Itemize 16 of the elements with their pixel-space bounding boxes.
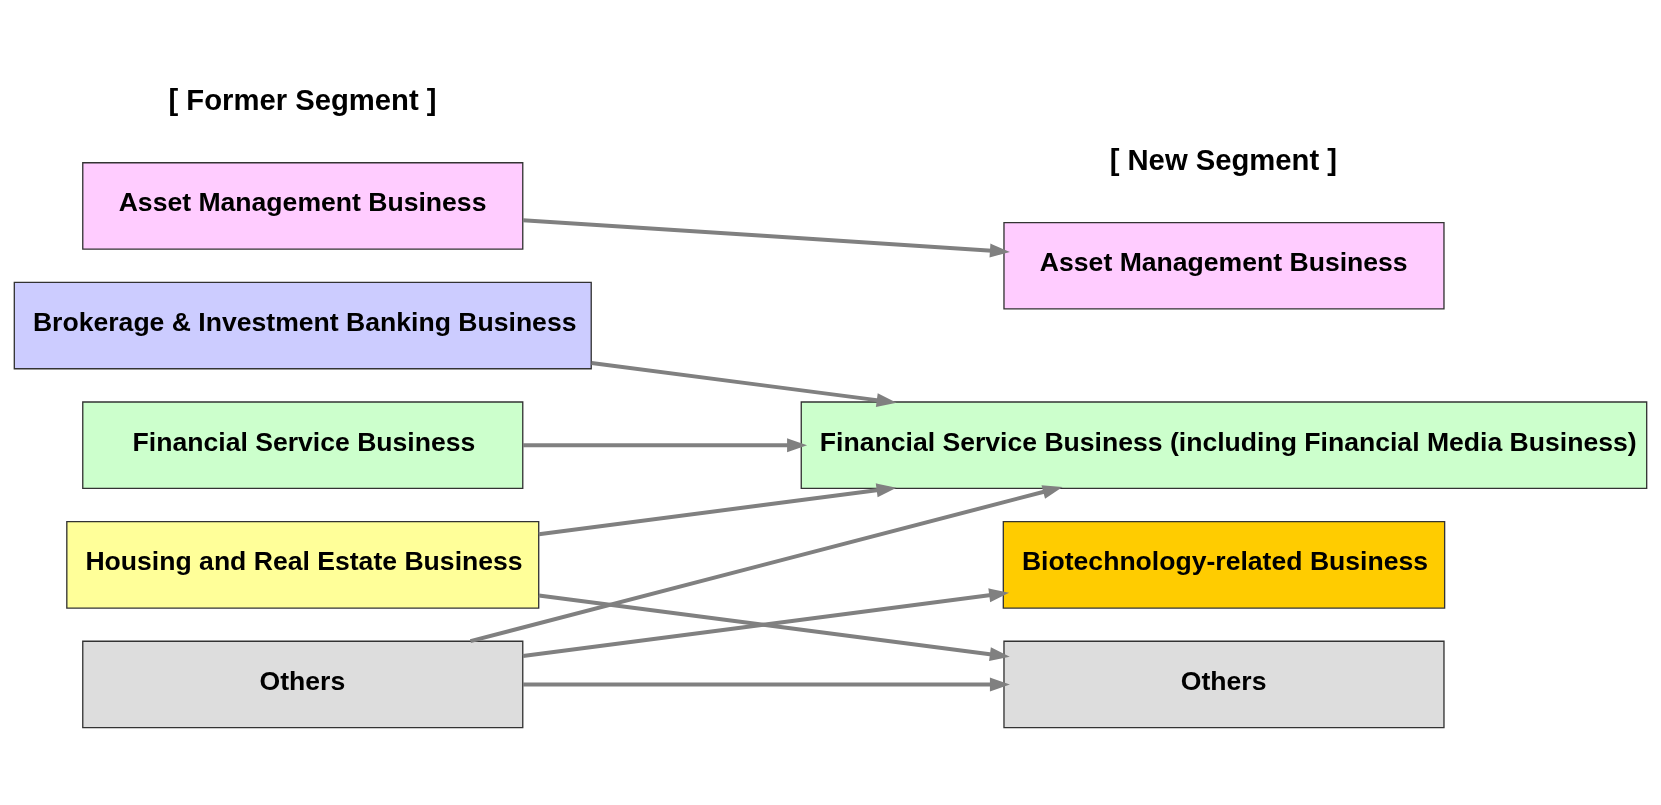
node-box: Brokerage & Investment Banking Business <box>13 281 592 369</box>
node-box: Asset Management Business <box>1003 221 1445 310</box>
arrow <box>538 482 897 536</box>
arrow <box>522 437 808 452</box>
arrow <box>591 360 897 407</box>
node-box: Biotechnology-related Business <box>1002 520 1446 609</box>
node-box: Financial Service Business (including Financial Media Business) <box>800 400 1648 489</box>
node-box: Others <box>1003 640 1445 728</box>
arrow <box>522 217 1010 258</box>
label: [ New Segment ] <box>1109 143 1338 176</box>
node-box: Asset Management Business <box>82 161 524 250</box>
node-box: Others <box>82 640 524 728</box>
node-box: Financial Service Business <box>82 400 524 489</box>
node-box: Housing and Real Estate Business <box>66 520 540 609</box>
label: [ Former Segment ] <box>168 83 437 116</box>
arrow <box>522 676 1010 691</box>
